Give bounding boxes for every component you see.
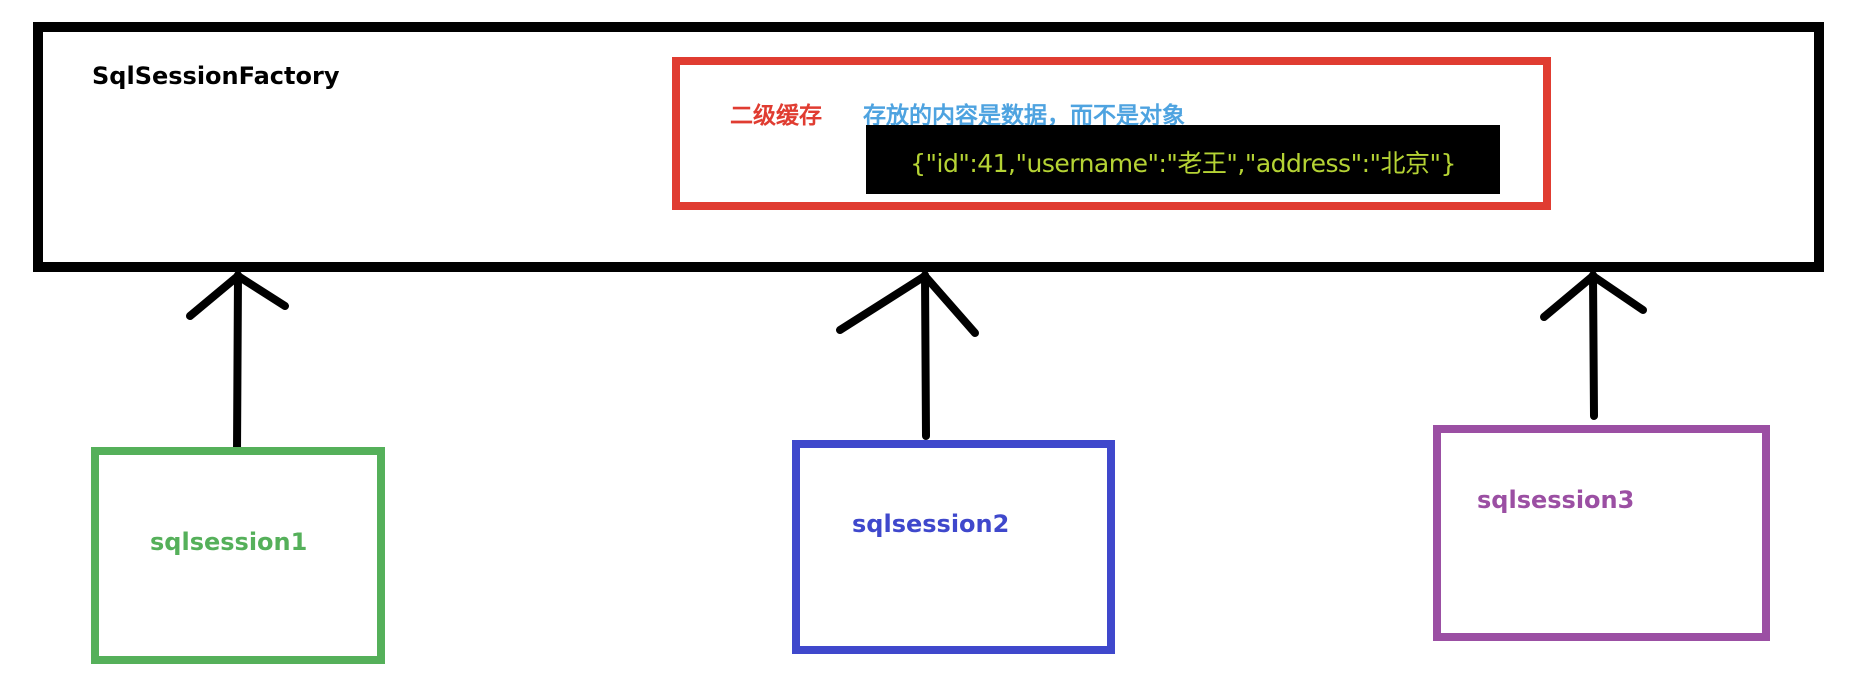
sqlsession3-label: sqlsession3 bbox=[1477, 486, 1635, 514]
cache-description: 存放的内容是数据，而不是对象 bbox=[863, 103, 1185, 129]
json-example: {"id":41,"username":"老王","address":"北京"} bbox=[910, 149, 1456, 178]
arrow-session1 bbox=[186, 271, 289, 456]
sqlsession1-box bbox=[91, 447, 385, 664]
second-level-cache-box bbox=[672, 57, 1551, 210]
arrow-session2 bbox=[836, 271, 979, 440]
json-background bbox=[866, 125, 1500, 194]
sqlsession2-box bbox=[792, 440, 1115, 654]
cache-label: 二级缓存 bbox=[730, 103, 822, 129]
factory-title: SqlSessionFactory bbox=[92, 62, 340, 90]
sqlsession1-label: sqlsession1 bbox=[150, 528, 308, 556]
sqlsession3-box bbox=[1433, 425, 1770, 641]
arrow-session3 bbox=[1540, 271, 1647, 420]
sqlsessionfactory-box bbox=[33, 22, 1824, 272]
sqlsession2-label: sqlsession2 bbox=[852, 510, 1010, 538]
